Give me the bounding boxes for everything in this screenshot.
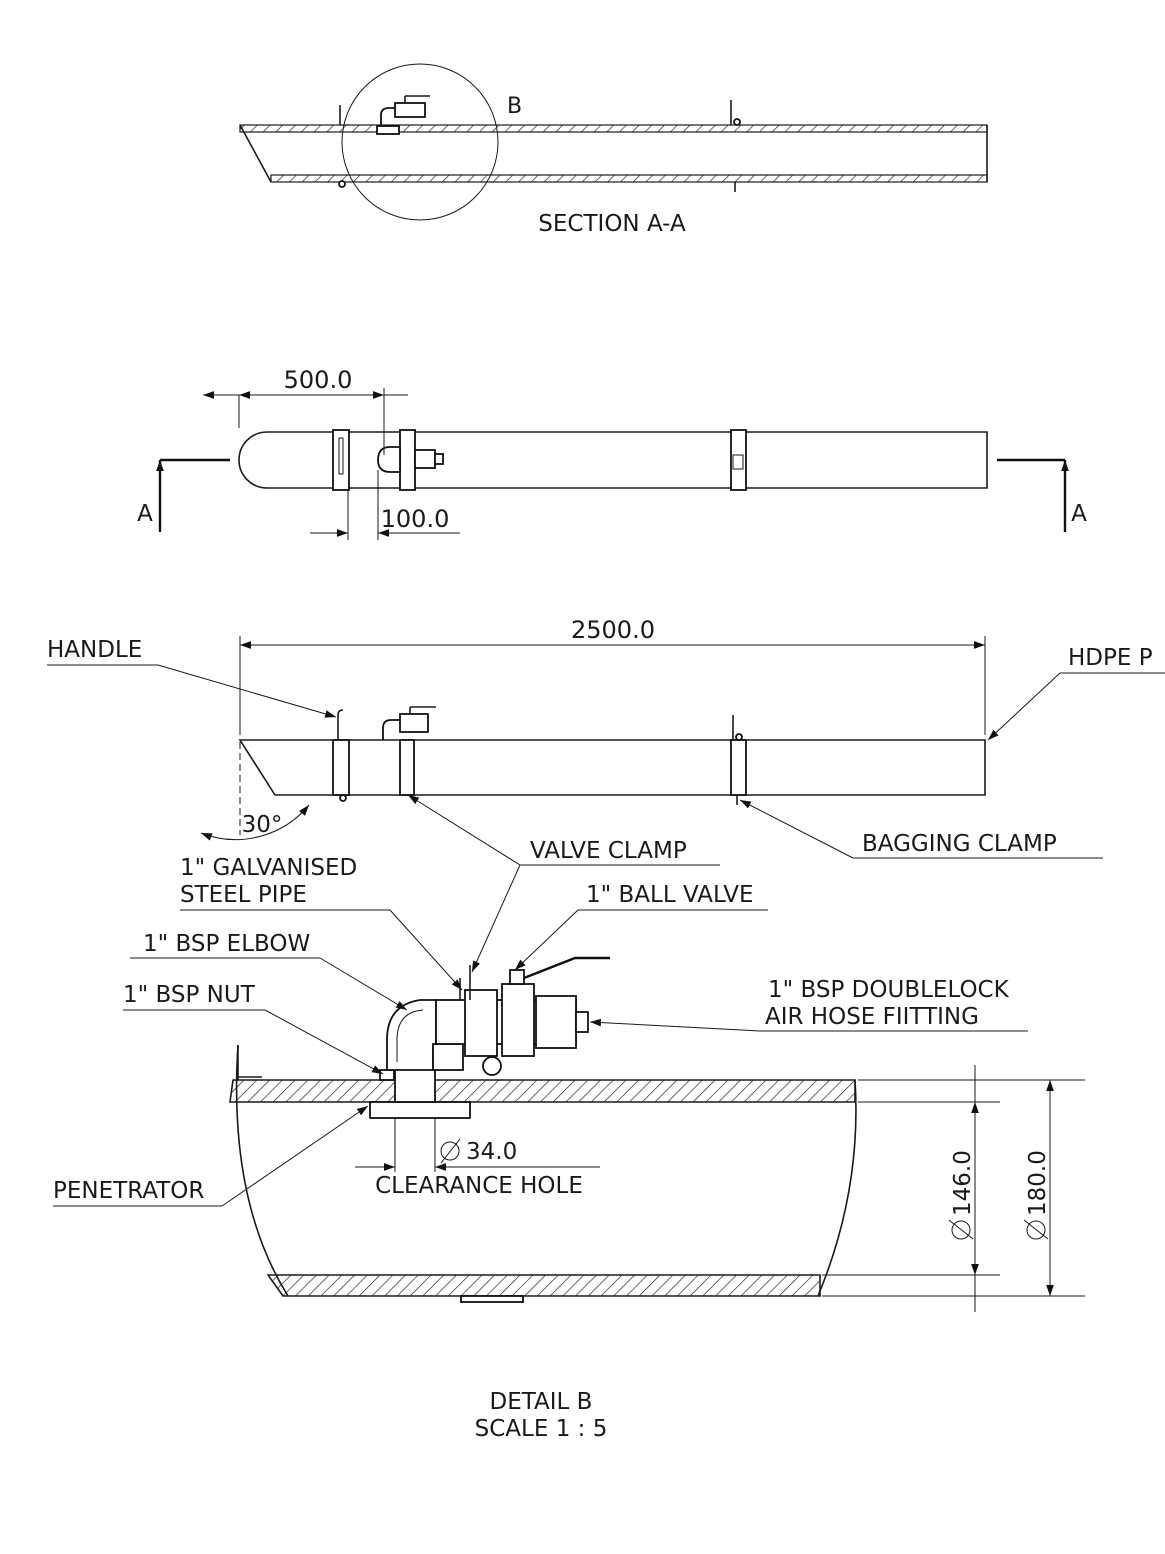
penetrator — [369, 1101, 471, 1119]
valve-handle — [523, 956, 610, 980]
handle-small — [338, 105, 346, 188]
section-mark-right: A — [1071, 501, 1087, 527]
handle-clamp-plan — [332, 429, 350, 491]
dim-hole: 34.0 — [466, 1139, 517, 1165]
callout-nut: 1" BSP NUT — [123, 982, 256, 1008]
callout-valve-clamp: VALVE CLAMP — [530, 838, 687, 864]
diameter-symbol-146 — [948, 1219, 974, 1240]
ball-valve-small — [399, 713, 429, 733]
pipe-plan-outline — [238, 431, 988, 489]
detail-title: DETAIL B — [490, 1389, 593, 1415]
callout-pipe: HDPE P — [1068, 645, 1153, 671]
ball-valve-body — [501, 983, 535, 1057]
valve-clamp — [399, 739, 415, 796]
elevation-view: 2500.0 30° HANDLE HDPE P VALVE CLAMP BAG… — [47, 616, 1165, 866]
callout-penetrator: PENETRATOR — [53, 1178, 204, 1204]
bagging-clamp-small — [730, 100, 741, 192]
dim-2500: 2500.0 — [571, 616, 655, 644]
pipe-wall-bottom — [270, 174, 988, 183]
hose-fitting — [575, 1011, 589, 1033]
plan-view: 500.0 100.0 A A — [137, 366, 1087, 540]
dim-100: 100.0 — [381, 505, 450, 533]
pipe-bevel — [239, 124, 272, 183]
callout-fitting-1: 1" BSP DOUBLELOCK — [768, 977, 1010, 1003]
section-title: SECTION A-A — [538, 211, 686, 237]
section-view: B SECTION A-A — [239, 63, 988, 237]
detail-circle — [341, 63, 499, 221]
bagging-clamp-plan — [730, 429, 747, 491]
angle-label: 30° — [242, 812, 283, 838]
detail-view: 34.0 CLEARANCE HOLE 146.0 180.0 1" GALVA… — [53, 855, 1085, 1442]
bsp-elbow — [386, 999, 437, 1071]
callout-steel-pipe-1: 1" GALVANISED — [180, 855, 357, 881]
callout-fitting-2: AIR HOSE FIITTING — [765, 1004, 979, 1030]
callout-bagging-clamp: BAGGING CLAMP — [862, 831, 1057, 857]
handle-clamp — [332, 739, 350, 796]
callout-steel-pipe-2: STEEL PIPE — [180, 882, 307, 908]
detail-marker: B — [507, 94, 522, 119]
dim-outer: 180.0 — [1025, 1150, 1051, 1216]
detail-wall-top — [229, 1079, 856, 1103]
dim-hole-label: CLEARANCE HOLE — [375, 1173, 583, 1199]
bagging-clamp — [730, 739, 747, 796]
valve-assembly-small — [376, 95, 430, 135]
section-mark-left: A — [137, 501, 153, 527]
diameter-symbol — [440, 1138, 461, 1164]
callout-ball-valve: 1" BALL VALVE — [586, 882, 754, 908]
valve-clamp-plan — [377, 429, 444, 491]
dim-inner: 146.0 — [950, 1150, 976, 1216]
detail-wall-bottom — [266, 1274, 821, 1297]
detail-scale: SCALE 1 : 5 — [475, 1416, 608, 1442]
dim-500: 500.0 — [284, 366, 353, 394]
pipe-wall-top — [239, 124, 988, 133]
callout-elbow: 1" BSP ELBOW — [143, 931, 310, 957]
callout-handle: HANDLE — [47, 637, 142, 663]
pipe-elevation-outline — [238, 739, 986, 796]
bagging-clamp-detail — [460, 1295, 524, 1303]
diameter-symbol-180 — [1023, 1219, 1049, 1240]
